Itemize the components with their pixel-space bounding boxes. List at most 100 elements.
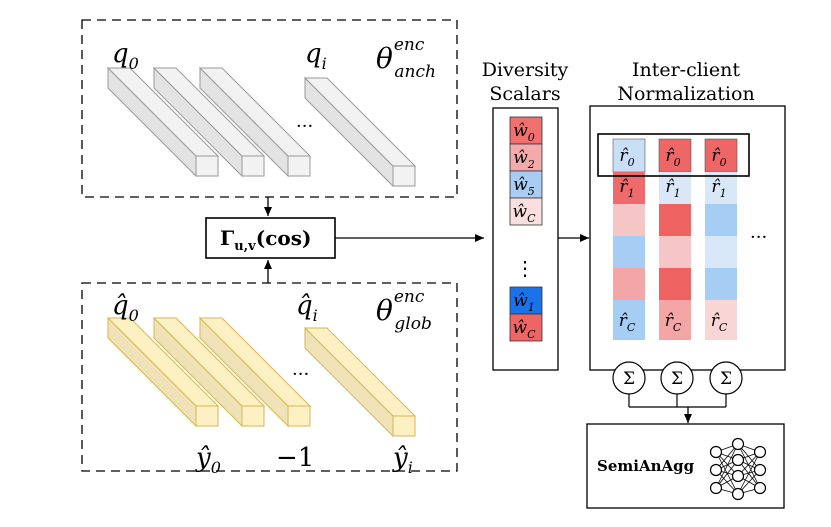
aggregator-block: SemiAnAgg	[586, 423, 785, 509]
diversity-vdots: ⋮	[515, 256, 535, 280]
anchor-slab-1-front	[241, 155, 265, 177]
norm-col-0-label-top: r̂0	[619, 146, 634, 169]
anchor-qi-label: qi	[305, 39, 327, 73]
diversity-title-line1: Diversity	[482, 59, 569, 81]
global-encoder-border	[81, 282, 458, 472]
norm-col-2-cell-second	[705, 172, 737, 204]
diversity-cell-3	[509, 197, 543, 226]
global-slab-2-front	[287, 405, 311, 427]
diversity-cells: ŵ0 ŵ2 ŵ5 ŵC ŵ1 ŵC	[509, 116, 543, 342]
nn-node-2-0	[753, 445, 767, 459]
diversity-bottom-cell-1	[509, 313, 543, 342]
norm-col-0-cell-bottom	[613, 300, 645, 340]
global-slab-3-front	[392, 415, 416, 437]
normalization-dots: ···	[750, 227, 767, 248]
norm-col-1-cell-bottom	[659, 300, 691, 340]
normalization-columns: r̂0 r̂1 r̂C r̂0 r̂1 r̂C r̂0 r̂1 r̂C	[612, 138, 738, 340]
nn-node-1-3	[731, 487, 745, 501]
norm-col-1-label-top: r̂0	[665, 146, 680, 169]
global-slab-1-front	[241, 405, 265, 427]
nn-edge	[715, 443, 739, 489]
nn-node-2-2	[753, 481, 767, 495]
anchor-slab-2-front	[287, 155, 311, 177]
norm-col-2-cell-top	[704, 138, 738, 173]
diversity-container	[492, 107, 559, 371]
norm-col-2-cell-bottom	[705, 300, 737, 340]
nn-edge	[737, 451, 761, 495]
norm-col-1-band-2	[659, 268, 691, 300]
nn-node-2-1	[753, 463, 767, 477]
normalization-title-line2: Normalization	[617, 83, 754, 105]
diversity-cell-2	[509, 170, 543, 199]
normalization-block: Inter-client Normalization r̂0r̂1r̂Cr̂0r…	[589, 59, 786, 423]
global-encoder-slabs	[106, 316, 417, 438]
global-slab-2	[198, 316, 312, 428]
norm-col-0-label-second: r̂1	[619, 177, 634, 200]
similarity-block: Γu,v(cos)	[205, 197, 484, 283]
global-minus-one-label: −1	[276, 443, 314, 473]
norm-col-0-cell-second	[613, 172, 645, 204]
norm-col-0-label-bottom: r̂C	[619, 311, 636, 334]
similarity-label: Γu,v(cos)	[220, 226, 311, 254]
norm-col-2-label-second: r̂1	[711, 177, 726, 200]
diversity-cell-0	[509, 116, 543, 145]
anchor-dots: ···	[296, 116, 313, 137]
diversity-cell-1	[509, 143, 543, 172]
global-qi-label: q̂i	[296, 291, 318, 325]
norm-col-1-band-0	[659, 204, 691, 236]
norm-col-2-band-0	[705, 204, 737, 236]
diversity-cell-label-1: ŵ2	[513, 148, 535, 171]
norm-col-1-label-bottom: r̂C	[665, 311, 682, 334]
aggregator-label: SemiAnAgg	[597, 457, 695, 475]
nn-node-1-2	[731, 469, 745, 483]
anchor-slab-0	[106, 66, 220, 178]
similarity-box	[205, 217, 336, 259]
nn-node-1-1	[731, 453, 745, 467]
sum-symbol-0: Σ	[623, 369, 635, 389]
global-yi-label: ŷi	[392, 443, 413, 477]
norm-col-1-band-1	[659, 236, 691, 268]
norm-col-0-band-1	[613, 236, 645, 268]
diversity-bottom-cell-0	[509, 286, 543, 315]
global-slab-1	[152, 316, 266, 428]
nn-node-0-0	[709, 445, 723, 459]
neural-network-icon	[709, 437, 767, 501]
anchor-q0-label: q0	[112, 39, 139, 73]
anchor-slab-3	[303, 76, 417, 188]
diversity-bottom-cell-label-0: ŵ1	[513, 291, 535, 314]
global-slab-3	[303, 326, 417, 438]
normalization-top-highlight	[597, 133, 750, 177]
nn-node-1-0	[731, 437, 745, 451]
anchor-slab-0-front	[195, 155, 219, 177]
norm-col-2-label-top: r̂0	[711, 146, 726, 169]
diversity-cell-label-2: ŵ5	[513, 175, 535, 198]
diversity-cell-label-3: ŵC	[513, 202, 537, 225]
global-q0-label: q̂0	[112, 291, 139, 325]
sum-symbol-2: Σ	[720, 369, 732, 389]
anchor-encoder-border	[81, 19, 458, 198]
anchor-slab-2	[198, 66, 312, 178]
norm-col-2-band-1	[705, 236, 737, 268]
diversity-cell-label-0: ŵ0	[513, 121, 535, 144]
nn-node-0-1	[709, 463, 723, 477]
anchor-encoder-slabs	[106, 66, 417, 188]
normalization-title-line1: Inter-client	[632, 59, 740, 81]
norm-col-2-label-bottom: r̂C	[711, 311, 728, 334]
diversity-title-line2: Scalars	[489, 83, 560, 105]
norm-col-0-band-0	[613, 204, 645, 236]
norm-col-0-band-2	[613, 268, 645, 300]
nn-edge	[737, 443, 761, 489]
norm-col-1-cell-second	[659, 172, 691, 204]
norm-col-2-band-2	[705, 268, 737, 300]
sum-symbol-1: Σ	[671, 369, 683, 389]
diversity-bottom-cell-label-1: ŵC	[513, 318, 537, 341]
anchor-slab-1	[152, 66, 266, 178]
norm-col-1-label-second: r̂1	[665, 177, 680, 200]
global-dots: ···	[292, 364, 309, 385]
diversity-scalars-block: Diversity Scalars ŵ0 ŵ2 ŵ5 ŵC ŵ1 ŵC ⋮	[482, 59, 589, 371]
